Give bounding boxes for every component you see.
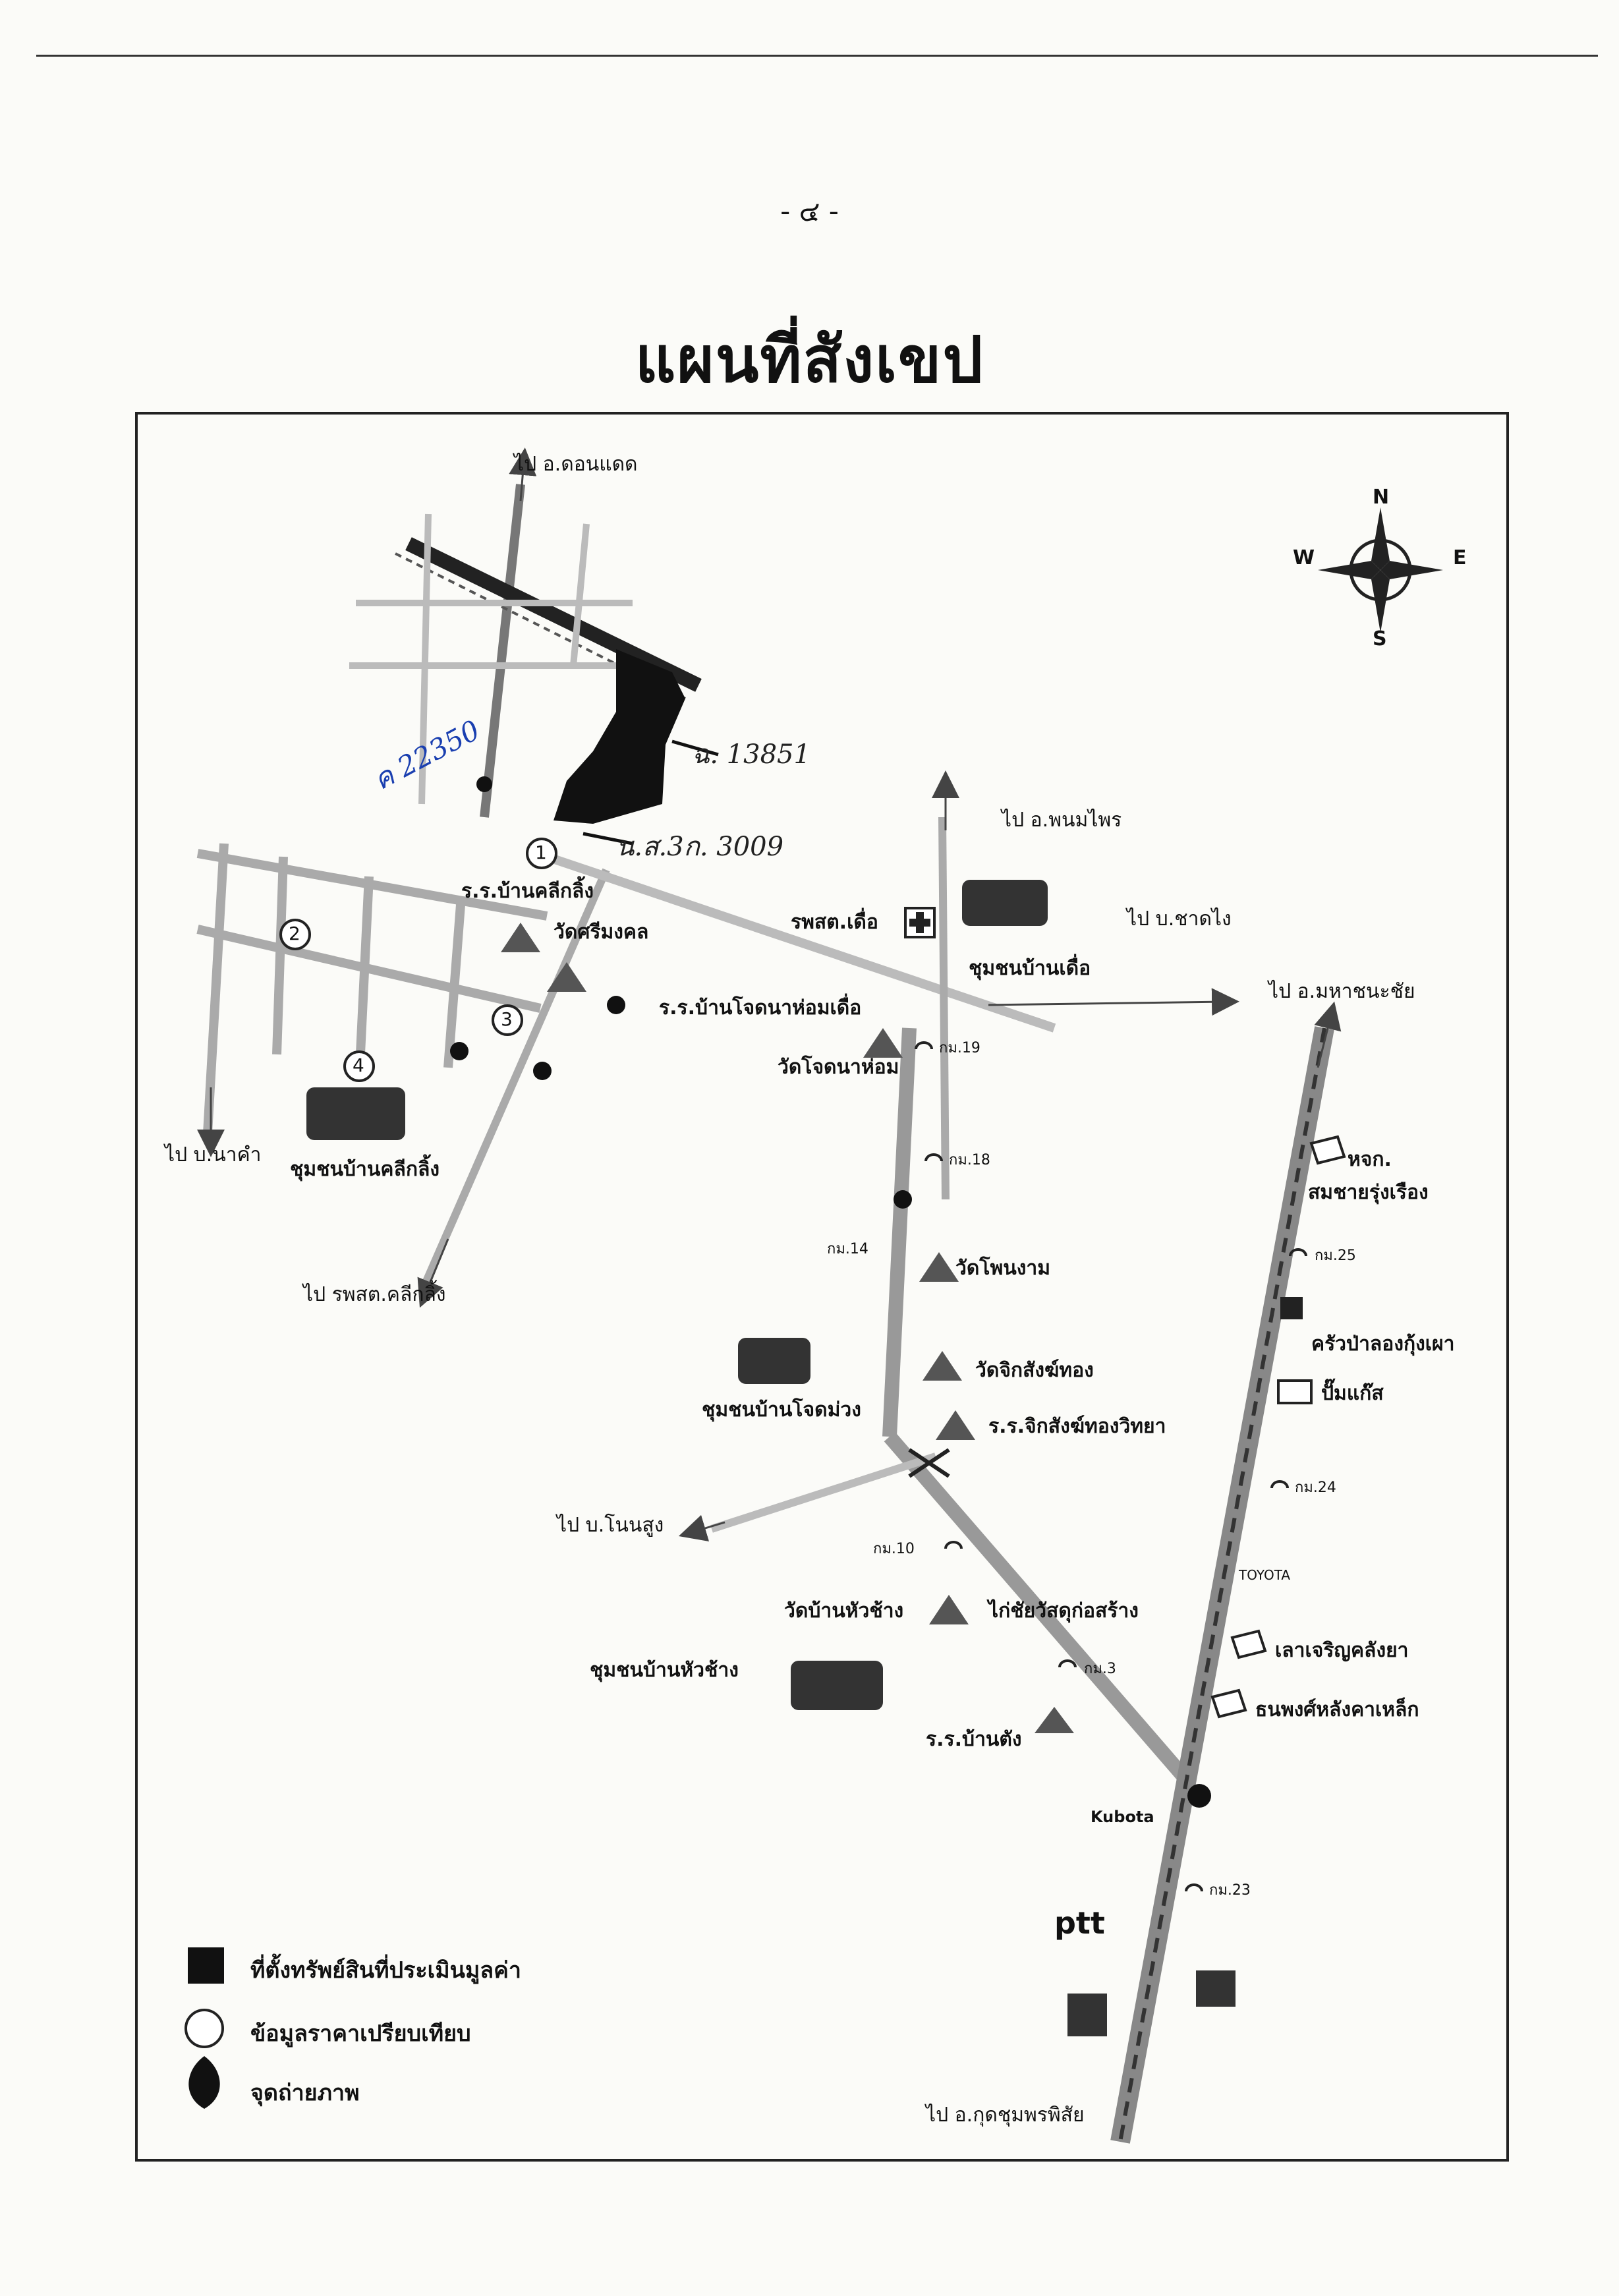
label-hospital-duea: รพสต.เดื่อ	[791, 911, 878, 934]
label-ptt: ptt	[1054, 1905, 1105, 1941]
property-parcel	[554, 649, 685, 824]
temple-icons	[501, 923, 1074, 1733]
community-icons	[306, 880, 1048, 1710]
direction-non-sung: ไป บ.โนนสูง	[557, 1514, 664, 1537]
label-gas-station: ปั๊มแก๊ส	[1321, 1382, 1384, 1405]
label-temple-hua-chang: วัดบ้านหัวช้าง	[784, 1599, 904, 1622]
km-markers	[915, 1041, 1307, 1892]
road-north-arrow	[509, 447, 537, 502]
marker-1-number: 1	[535, 842, 547, 863]
direction-chat-chai: ไป บ.ชาดไง	[1127, 907, 1232, 931]
km-23-label: กม.23	[1209, 1882, 1251, 1899]
compass-rose	[1318, 507, 1443, 633]
marker-4-number: 4	[353, 1054, 364, 1076]
page-top-border	[36, 55, 1598, 57]
annotation-arrows	[582, 739, 719, 846]
road-village-east	[545, 852, 1056, 1033]
legend-comparable-text: ข้อมูลราคาเปรียบเทียบ	[250, 2021, 471, 2047]
land-plot-label-1: ฉ. 13851	[692, 739, 810, 770]
road-east-arrow	[988, 988, 1239, 1016]
road-north	[480, 484, 525, 818]
legend-photo-point-text: จุดถ่ายภาพ	[250, 2080, 360, 2106]
label-community-duea: ชุมชนบ้านเดื่อ	[969, 957, 1091, 980]
road-southwest-arrow	[417, 1238, 449, 1308]
label-community-chot-muang: ชุมชนบ้านโจดม่วง	[702, 1398, 861, 1421]
marker-2-number: 2	[289, 923, 300, 944]
compass-south-label: S	[1373, 627, 1387, 650]
marker-3-number: 3	[501, 1008, 513, 1030]
compass-west-label: W	[1293, 546, 1315, 569]
legend-property: ที่ตั้งทรัพย์สินที่ประเมินมูลค่า	[250, 1952, 521, 1988]
road-northeast	[938, 817, 950, 1200]
direction-na-kham: ไป บ.นาคำ	[165, 1143, 262, 1166]
label-community-khlik: ชุมชนบ้านคลีกลิ้ง	[290, 1158, 440, 1181]
highway-main-secondary	[882, 1027, 1192, 1785]
highway-east	[1110, 1026, 1334, 2144]
direction-khon-kaen: ไป อ.ดอนแดด	[514, 453, 638, 476]
label-chicken-shop: ไก่ชัยวัสดุก่อสร้าง	[988, 1599, 1139, 1622]
direction-hospital-khlik: ไป รพสต.คลีกลิ้ง	[303, 1283, 446, 1306]
km-24-label: กม.24	[1295, 1479, 1336, 1496]
direction-phanom-phrai: ไป อ.พนมไพร	[1002, 809, 1122, 832]
legend-property-text: ที่ตั้งทรัพย์สินที่ประเมินมูลค่า	[250, 1957, 521, 1984]
km-19-label: กม.19	[939, 1040, 980, 1056]
label-community-hua-chang: ชุมชนบ้านหัวช้าง	[590, 1659, 739, 1682]
road-non-sung-arrow	[678, 1514, 725, 1542]
label-shop-hokor: หจก.	[1348, 1148, 1392, 1171]
label-shop-somchai: สมชายรุ่งเรือง	[1308, 1181, 1429, 1204]
shop-icons	[1210, 1135, 1346, 1719]
label-shop-charoen: เลาเจริญคลังยา	[1275, 1639, 1409, 1662]
label-school-tang: ร.ร.บ้านตัง	[926, 1728, 1022, 1751]
map-title: แผนที่สังเขป	[635, 323, 984, 397]
compass-north-label: N	[1373, 486, 1390, 509]
label-temple-chotnahom: วัดโจดนาห่อม	[778, 1056, 899, 1079]
junction-star-icon	[908, 1448, 950, 1478]
km-10-label: กม.10	[873, 1541, 915, 1557]
map-frame	[135, 412, 1509, 2162]
legend-symbols	[185, 1947, 224, 2109]
km-25-label: กม.25	[1315, 1248, 1356, 1264]
km-18-label: กม.18	[949, 1152, 990, 1168]
highway-east-arrow	[1314, 1001, 1342, 1068]
label-kubota: Kubota	[1091, 1808, 1154, 1826]
road-dark-diagonal	[395, 537, 702, 700]
bottom-store-squares	[1067, 1970, 1236, 2036]
road-light-grid-north	[349, 513, 633, 805]
photo-points	[450, 776, 1211, 1808]
label-toyota: TOYOTA	[1239, 1567, 1291, 1583]
land-plot-label-2: น.ส.3ก. 3009	[616, 832, 784, 862]
page-number: - ๔ -	[780, 195, 839, 227]
label-temple-sri-mongkhon: วัดศรีมงคล	[554, 921, 649, 944]
label-shop-thanaphong: ธนพงศ์หลังคาเหล็ก	[1255, 1698, 1419, 1721]
label-temple-chik-sang-thong: วัดจิกสังฆ์ทอง	[975, 1359, 1094, 1382]
label-school-khlik: ร.ร.บ้านคลีกลิ้ง	[461, 880, 594, 903]
hospital-cross-icon	[904, 907, 936, 938]
legend-photo-point: จุดถ่ายภาพ	[250, 2075, 360, 2110]
legend-comparable: ข้อมูลราคาเปรียบเทียบ	[250, 2015, 471, 2051]
direction-maha-chana-chai: ไป อ.มหาชนะชัย	[1268, 980, 1415, 1003]
marker-circles	[279, 838, 557, 1082]
compass-east-label: E	[1453, 546, 1467, 569]
label-school-chotnahom: ร.ร.บ้านโจดนาห่อมเดื่อ	[659, 996, 862, 1019]
road-southwest	[418, 868, 610, 1294]
label-restaurant-pakong: ครัวป่าลองกุ้งเผา	[1311, 1333, 1455, 1356]
road-to-non-sung	[710, 1452, 937, 1533]
label-temple-phon-ngam: วัดโพนงาม	[955, 1257, 1050, 1280]
label-school-chik-sang-thong: ร.ร.จิกสังฆ์ทองวิทยา	[988, 1415, 1166, 1438]
km-3-label: กม.3	[1084, 1661, 1116, 1677]
direction-kutchum: ไป อ.กุดชุมพรพิสัย	[926, 2104, 1085, 2127]
km-14-label: กม.14	[827, 1241, 868, 1257]
